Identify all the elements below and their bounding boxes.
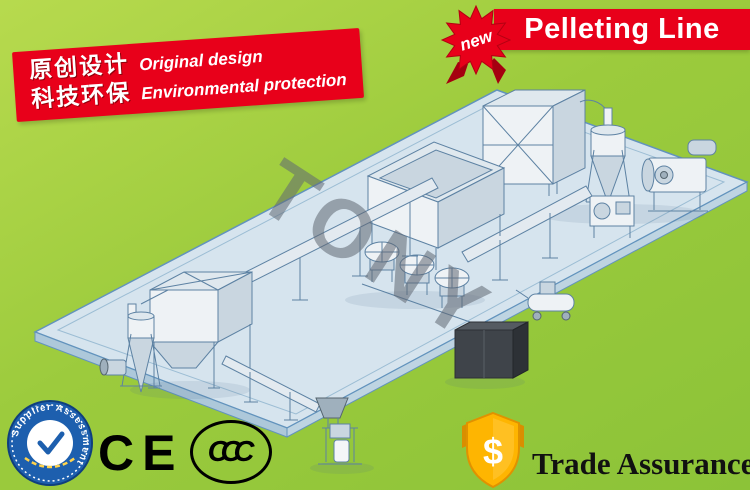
laurel-icon [24, 456, 76, 469]
ce-mark: CE [98, 425, 184, 481]
storage-bin [148, 271, 253, 389]
control-cabinet [454, 321, 529, 379]
new-starburst-icon: new [440, 4, 512, 84]
check-icon [37, 431, 65, 455]
screening-cabinet [482, 89, 586, 196]
cyclone [579, 99, 632, 205]
promo-line2-en: Environmental protection [140, 69, 348, 104]
round-mixers [361, 241, 471, 323]
trade-assurance-label: Trade Assurance [532, 446, 750, 481]
page-title: Pelleting Line [524, 13, 720, 45]
pellet-mill [641, 139, 717, 212]
promo-line2-cn: 科技环保 [30, 78, 132, 112]
ccc-mark-label: CCC [207, 435, 255, 468]
weigh-hopper [315, 397, 349, 428]
bin-cyclone [99, 289, 169, 393]
machine-shadows [130, 204, 705, 474]
discharge-conveyor [221, 355, 321, 421]
supplier-assessment-badge: Supplier Assessment [7, 400, 93, 486]
air-compressor [515, 281, 575, 321]
bagging-machine [318, 423, 362, 465]
trade-assurance-shield-icon: $ [462, 411, 524, 489]
hammer-mill [589, 195, 635, 238]
dollar-icon: $ [483, 431, 503, 472]
feed-conveyor [461, 185, 593, 281]
ccc-mark: CCC [190, 420, 272, 484]
title-banner: Pelleting Line [494, 9, 750, 50]
